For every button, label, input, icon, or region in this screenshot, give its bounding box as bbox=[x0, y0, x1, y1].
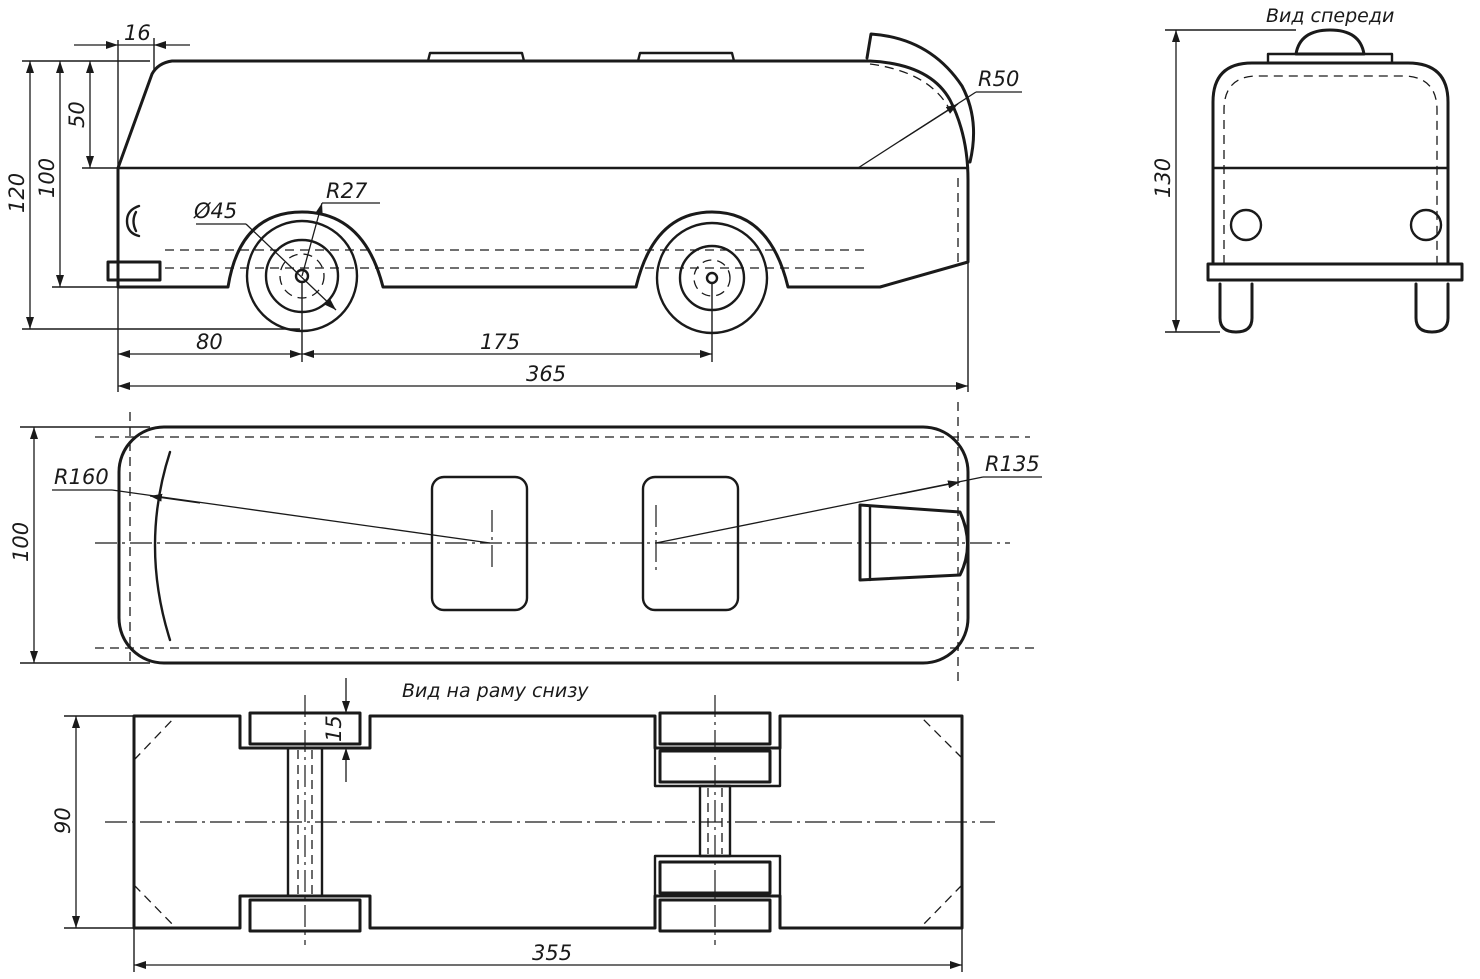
dim-r135: R135 bbox=[985, 452, 1040, 476]
front-headlamp-left bbox=[1229, 208, 1263, 242]
top-body-outline bbox=[117, 425, 970, 665]
side-body-outline bbox=[116, 59, 970, 289]
dim-365: 365 bbox=[526, 362, 566, 386]
front-view: Вид спереди 130 bbox=[1151, 5, 1464, 334]
side-cab-canopy bbox=[865, 32, 976, 164]
dim-16: 16 bbox=[124, 21, 151, 45]
side-headlamp bbox=[125, 204, 141, 238]
dim-top-100: 100 bbox=[9, 522, 33, 562]
dim-100: 100 bbox=[35, 158, 59, 198]
top-cab-canopy bbox=[858, 503, 969, 582]
dim-diameter-45: Ø45 bbox=[193, 199, 237, 223]
front-body-hidden bbox=[1223, 75, 1438, 264]
dim-15: 15 bbox=[322, 715, 346, 742]
dim-r50-arrow bbox=[899, 103, 959, 142]
frame-rear-notch-top bbox=[653, 746, 782, 788]
front-view-title: Вид спереди bbox=[1266, 5, 1394, 27]
front-headlamp-right bbox=[1409, 208, 1443, 242]
dim-175: 175 bbox=[480, 330, 520, 354]
dim-r27: R27 bbox=[326, 179, 368, 203]
front-body-outline bbox=[1211, 61, 1450, 266]
front-roof-dome bbox=[1294, 28, 1366, 56]
side-view: Ø45 R27 R50 16 50 100 120 8 bbox=[5, 21, 1022, 392]
roof-hatch-front bbox=[426, 51, 526, 63]
frame-view-title: Вид на раму снизу bbox=[402, 680, 589, 702]
dim-120: 120 bbox=[5, 173, 29, 213]
dim-r27-leader bbox=[301, 202, 323, 277]
side-cab-hidden bbox=[869, 63, 951, 111]
dim-r160: R160 bbox=[54, 465, 109, 489]
dim-r50: R50 bbox=[978, 67, 1019, 91]
side-front-bumper bbox=[106, 260, 162, 282]
frame-chamfer-tl bbox=[133, 715, 177, 761]
dim-90: 90 bbox=[51, 807, 75, 834]
dim-r160-arrow bbox=[149, 493, 201, 504]
side-headlamp-inner bbox=[132, 210, 138, 233]
dim-50: 50 bbox=[65, 101, 89, 128]
dim-80: 80 bbox=[196, 330, 223, 354]
dim-130: 130 bbox=[1151, 158, 1175, 198]
front-wheel-left bbox=[1218, 282, 1254, 334]
frame-view: Вид на раму снизу bbox=[51, 678, 995, 972]
dim-r160-leader bbox=[111, 489, 491, 544]
frame-chamfer-tr bbox=[919, 715, 963, 759]
frame-chamfer-bl bbox=[133, 884, 177, 929]
dim-r135-arrow bbox=[899, 480, 961, 495]
dim-diameter-45-leader bbox=[245, 223, 337, 311]
top-windshield-curve bbox=[153, 450, 172, 642]
front-wheel-right bbox=[1414, 282, 1450, 334]
front-bumper bbox=[1206, 262, 1464, 282]
frame-chamfer-br bbox=[919, 884, 963, 929]
dim-355: 355 bbox=[532, 941, 572, 965]
roof-hatch-rear bbox=[636, 51, 736, 63]
top-view: R160 R135 100 bbox=[9, 402, 1042, 684]
